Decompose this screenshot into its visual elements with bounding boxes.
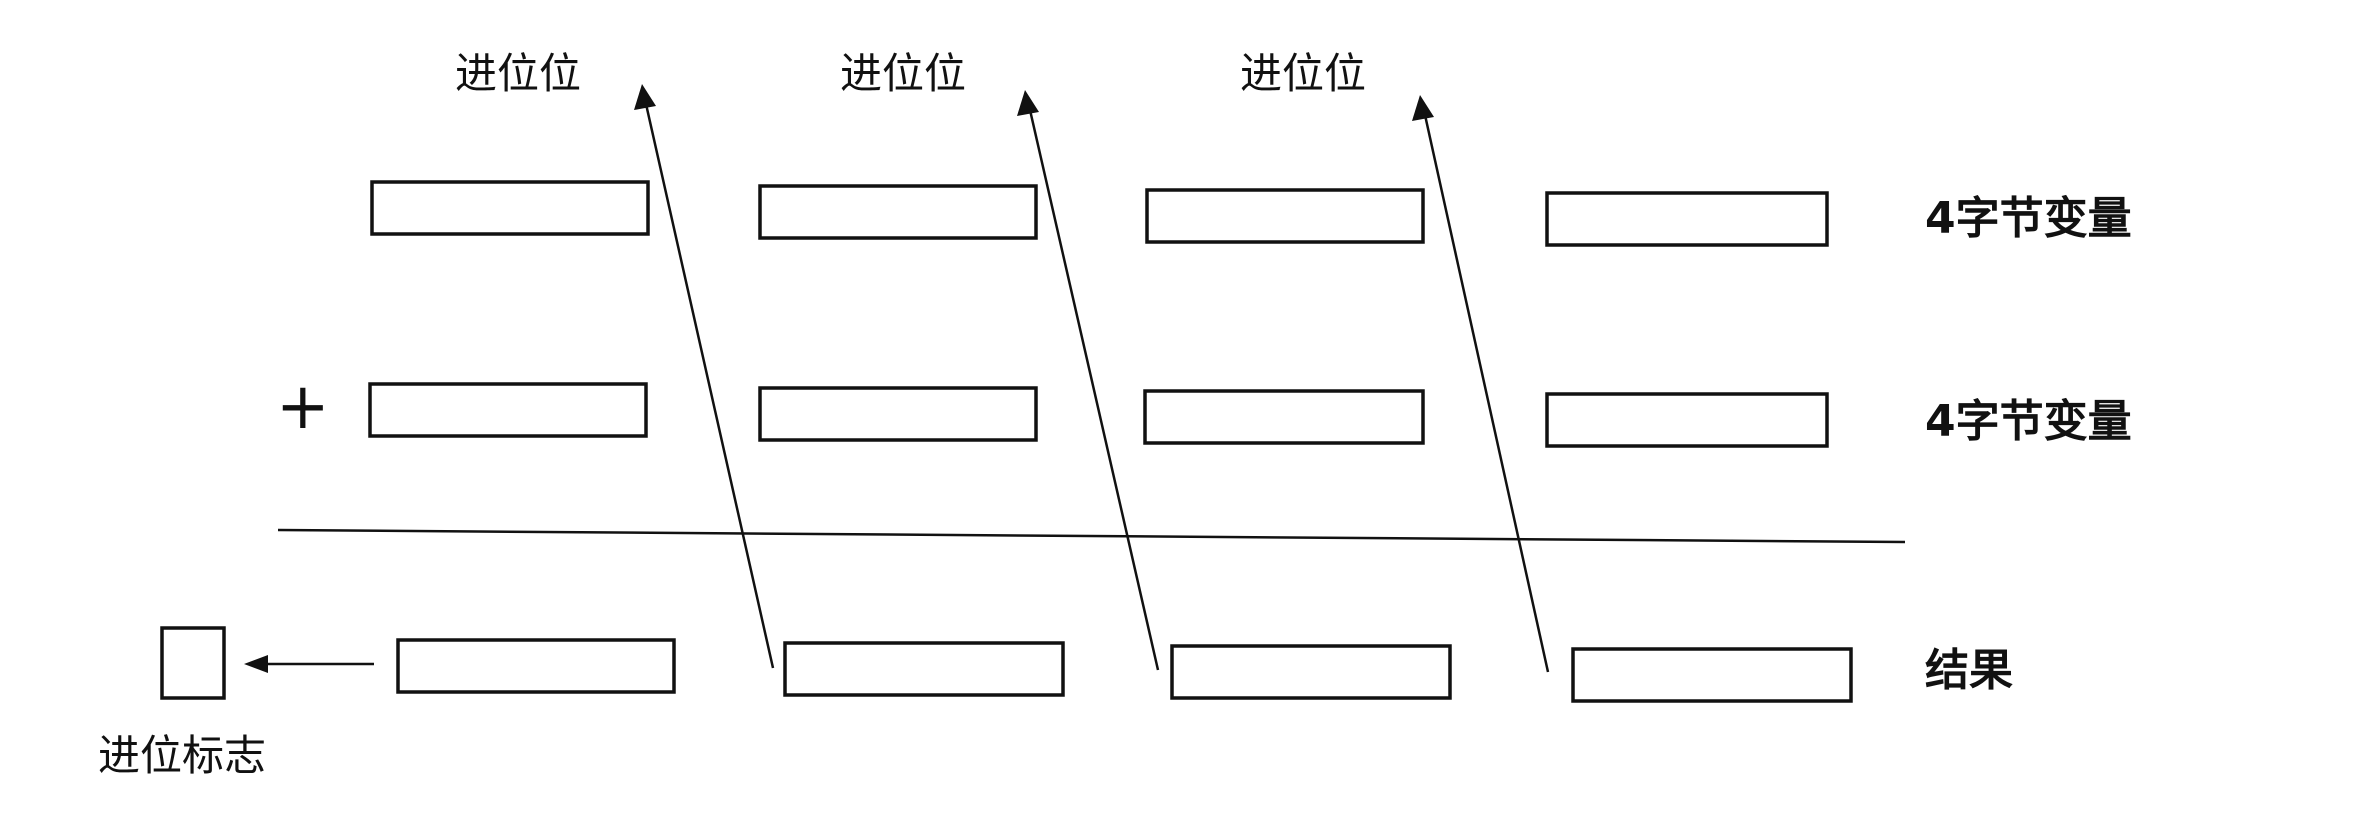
carry-arrow-1 [634, 84, 775, 669]
carry-label-3: 进位位 [1240, 49, 1366, 98]
result-byte-2 [783, 641, 1065, 697]
carry-arrow-2 [1017, 90, 1160, 671]
carry-flag-arrowhead [244, 655, 268, 673]
operand-1-byte-4 [1545, 191, 1829, 247]
operand-2-byte-1 [368, 382, 648, 438]
operand-2-byte-3 [1143, 389, 1425, 445]
carry-flag-label: 进位标志 [98, 731, 266, 780]
operand-1-byte-1 [370, 180, 650, 236]
result-byte-1 [396, 638, 676, 694]
operand-2-label: 4字节变量 [1925, 396, 2132, 447]
carry-label-1: 进位位 [455, 49, 581, 98]
carry-label-2: 进位位 [840, 49, 966, 98]
operand-1-byte-3 [1145, 188, 1425, 244]
result-byte-3 [1170, 644, 1452, 700]
result-byte-4 [1571, 647, 1853, 703]
operand-1-label: 4字节变量 [1925, 193, 2132, 244]
result-row [396, 638, 1853, 703]
plus-sign: + [276, 370, 330, 444]
carry-flag-box [160, 626, 226, 700]
operand-1-row [370, 180, 1829, 247]
operand-2-row [368, 382, 1829, 448]
carry-arrow-3 [1412, 95, 1550, 673]
operand-1-byte-2 [758, 184, 1038, 240]
sum-line [277, 528, 1906, 544]
operand-2-byte-4 [1545, 392, 1829, 448]
result-label: 结果 [1925, 645, 2013, 696]
operand-2-byte-2 [758, 386, 1038, 442]
